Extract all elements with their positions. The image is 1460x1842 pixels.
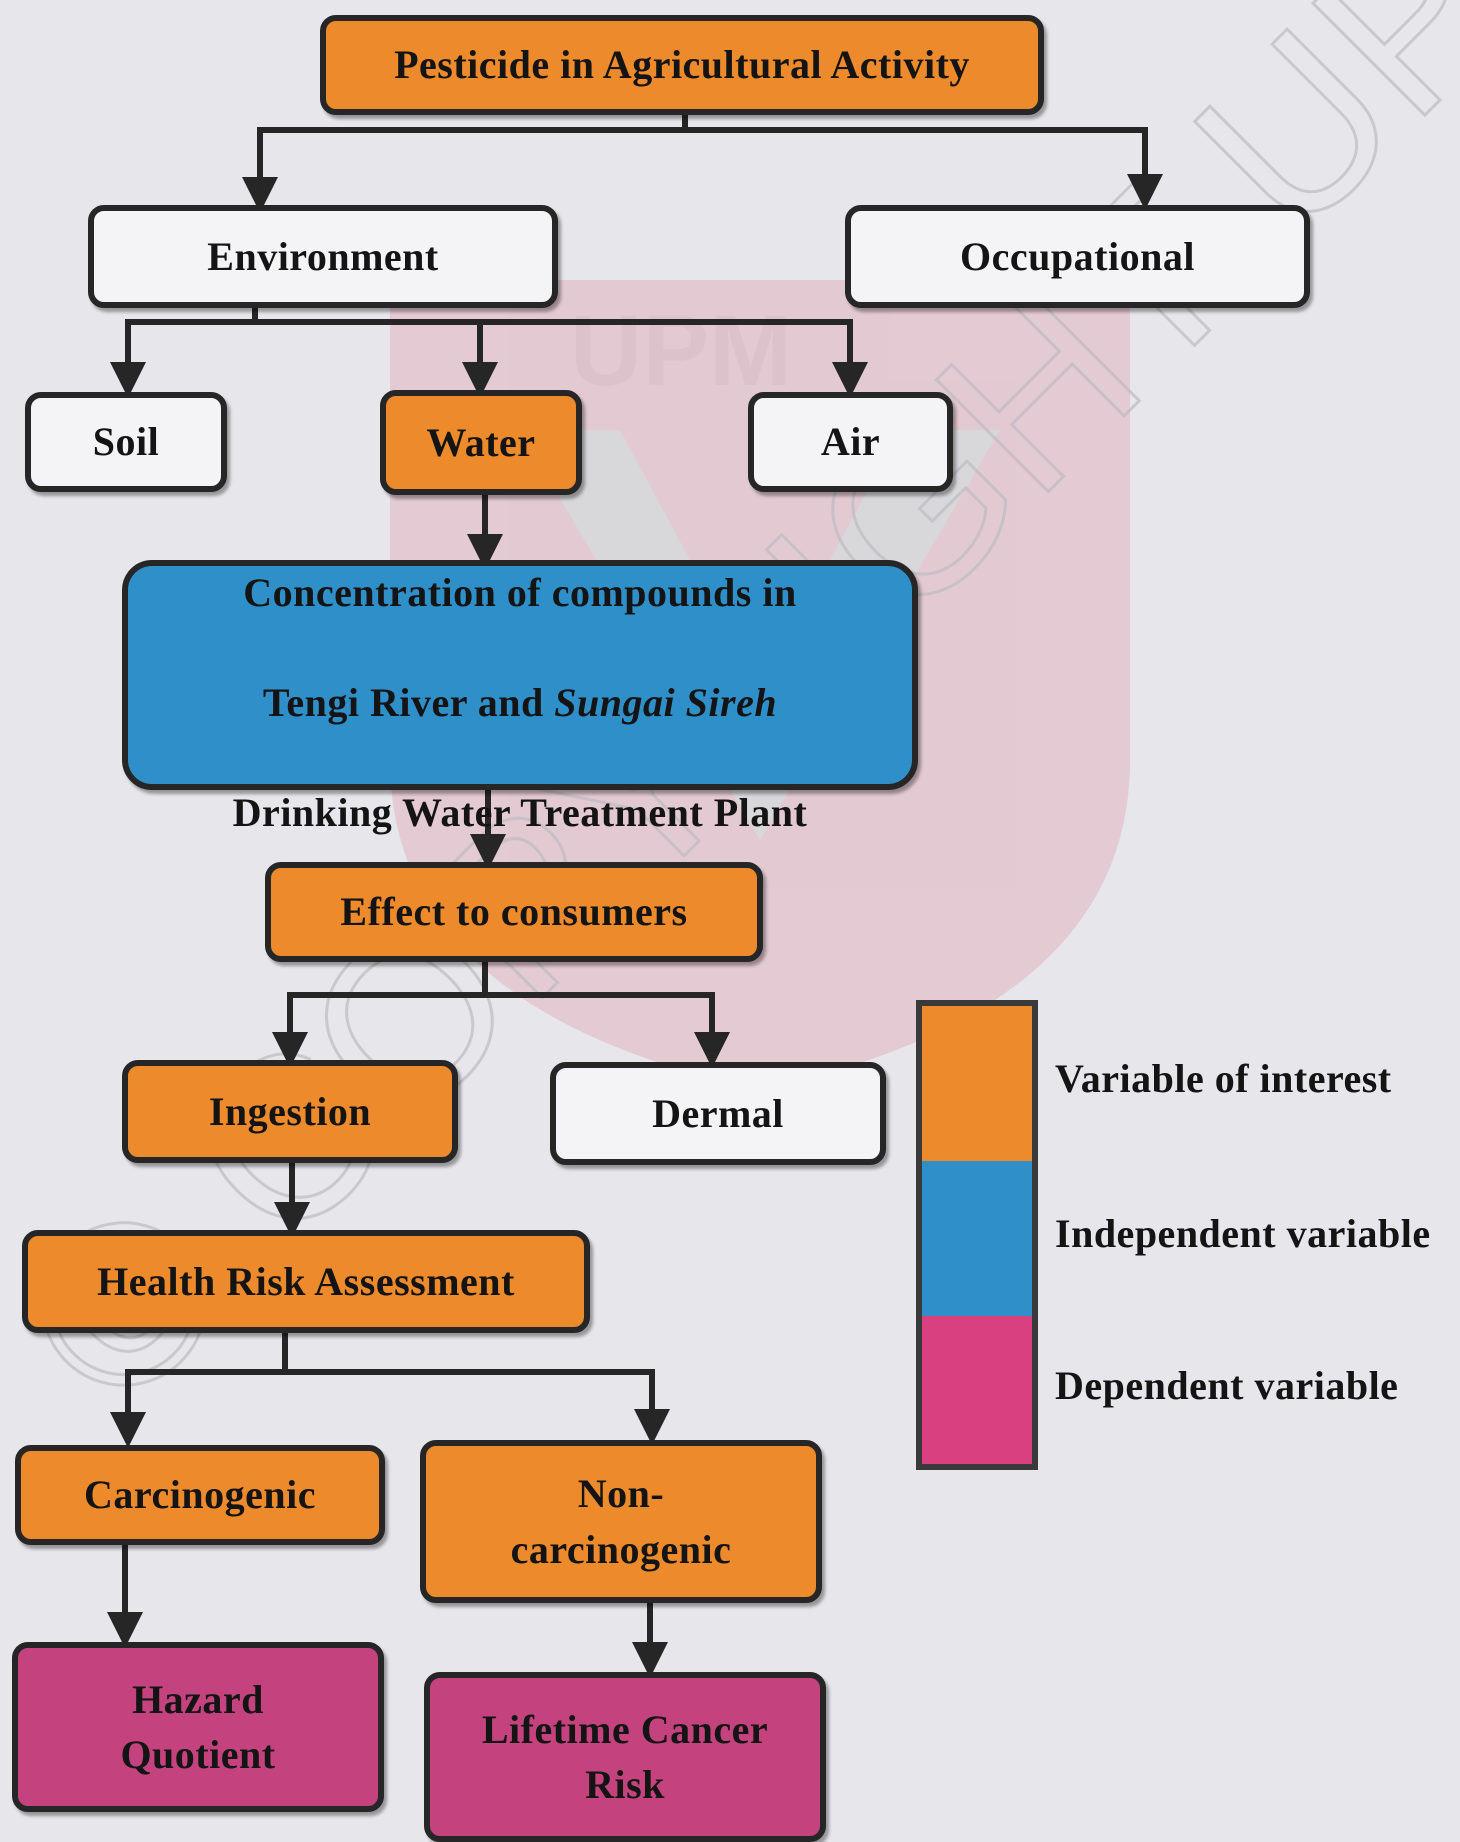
node-health-risk-label: Health Risk Assessment [97, 1258, 515, 1304]
node-pesticide-agricultural-activity: Pesticide in Agricultural Activity [320, 15, 1044, 115]
concentration-line2-italic: Sungai Sireh [554, 680, 778, 725]
legend-color-bar [916, 1000, 1038, 1470]
concentration-line3: Drinking Water Treatment Plant [232, 790, 808, 836]
legend-label-dependent-variable: Dependent variable [1055, 1363, 1399, 1408]
node-concentration-of-compounds: Concentration of compounds in Tengi Rive… [122, 560, 918, 835]
node-environment-label: Environment [207, 233, 439, 279]
node-hazard-quotient: Hazard Quotient [12, 1642, 384, 1812]
node-water: Water [380, 390, 582, 495]
connector-health-carcinogenic [110, 1333, 288, 1448]
node-concentration-label: Concentration of compounds in Tengi Rive… [233, 509, 808, 840]
watermark-chevron-shape [520, 430, 1000, 840]
connector-environment-soil [110, 308, 258, 398]
node-effect-to-consumers: Effect to consumers [265, 862, 763, 962]
node-dermal-label: Dermal [652, 1090, 784, 1136]
legend-label-independent-variable: Independent variable [1055, 1211, 1431, 1256]
node-health-risk-assessment: Health Risk Assessment [22, 1230, 590, 1333]
legend-swatch-independent-variable [922, 1161, 1032, 1316]
node-lifetime-cancer-risk-label: Lifetime Cancer Risk [481, 1706, 769, 1807]
node-soil: Soil [25, 392, 227, 492]
legend-label-variable-of-interest: Variable of interest [1055, 1056, 1392, 1101]
node-non-carcinogenic: Non- carcinogenic [420, 1440, 822, 1603]
node-environment: Environment [88, 205, 558, 308]
node-ingestion: Ingestion [122, 1060, 458, 1163]
node-carcinogenic-label: Carcinogenic [84, 1472, 316, 1518]
connector-effect-ingestion [272, 962, 488, 1068]
node-pesticide-label: Pesticide in Agricultural Activity [394, 42, 970, 88]
connector-environment-air [255, 319, 868, 398]
concentration-line2-prefix: Tengi River and [262, 680, 555, 725]
node-carcinogenic: Carcinogenic [15, 1445, 385, 1545]
connector-pesticide-occupational [685, 127, 1163, 210]
node-lifetime-cancer-risk: Lifetime Cancer Risk [424, 1672, 826, 1842]
node-dermal: Dermal [550, 1062, 886, 1165]
node-effect-label: Effect to consumers [340, 889, 688, 935]
node-non-carcinogenic-label: Non- carcinogenic [510, 1471, 732, 1572]
node-ingestion-label: Ingestion [208, 1088, 372, 1134]
node-water-label: Water [426, 419, 536, 465]
node-air-label: Air [820, 419, 881, 465]
concentration-line1: Concentration of compounds in [243, 569, 797, 615]
legend-swatch-dependent-variable [922, 1316, 1032, 1464]
node-hazard-quotient-label: Hazard Quotient [120, 1676, 276, 1777]
node-occupational-label: Occupational [960, 233, 1195, 279]
node-soil-label: Soil [92, 419, 160, 465]
connector-pesticide-environment [242, 115, 688, 213]
legend-swatch-variable-of-interest [922, 1006, 1032, 1161]
node-air: Air [748, 392, 953, 492]
connector-health-noncarcinogenic [285, 1369, 670, 1445]
connector-effect-dermal [485, 992, 730, 1068]
connector-environment-water [255, 319, 498, 398]
watermark-logo-text: UPM [570, 295, 792, 407]
node-occupational: Occupational [845, 205, 1310, 308]
